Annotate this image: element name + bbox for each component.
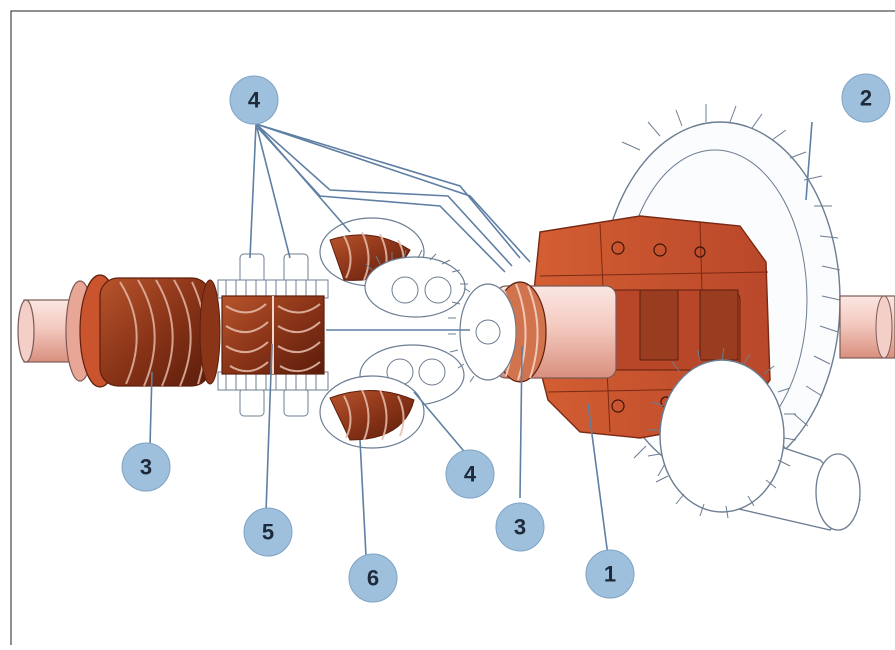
right-axle-shaft bbox=[839, 295, 895, 359]
svg-text:1: 1 bbox=[604, 562, 616, 587]
callout-3-right: 3 bbox=[495, 502, 545, 552]
callout-1: 1 bbox=[585, 549, 635, 599]
upper-planet-gears bbox=[319, 217, 468, 318]
right-side-gear bbox=[448, 281, 617, 383]
callout-5: 5 bbox=[243, 507, 293, 557]
svg-text:4: 4 bbox=[248, 88, 261, 113]
svg-text:3: 3 bbox=[514, 515, 526, 540]
left-side-gear bbox=[99, 277, 221, 387]
callout-4-bottom: 4 bbox=[445, 449, 495, 499]
leader-lines bbox=[149, 121, 813, 557]
svg-text:4: 4 bbox=[464, 462, 477, 487]
callout-3-left: 3 bbox=[121, 442, 171, 492]
svg-text:3: 3 bbox=[140, 455, 152, 480]
svg-text:2: 2 bbox=[860, 86, 872, 111]
frame-border bbox=[10, 10, 895, 650]
lower-planet-gears bbox=[319, 344, 465, 449]
callout-6: 6 bbox=[348, 553, 398, 603]
callout-2: 2 bbox=[841, 73, 891, 123]
drive-pinion-gear bbox=[647, 347, 861, 531]
svg-text:5: 5 bbox=[262, 520, 274, 545]
planet-gear-pair bbox=[217, 253, 329, 417]
svg-text:6: 6 bbox=[367, 566, 379, 591]
callout-4-top: 4 bbox=[229, 75, 279, 125]
